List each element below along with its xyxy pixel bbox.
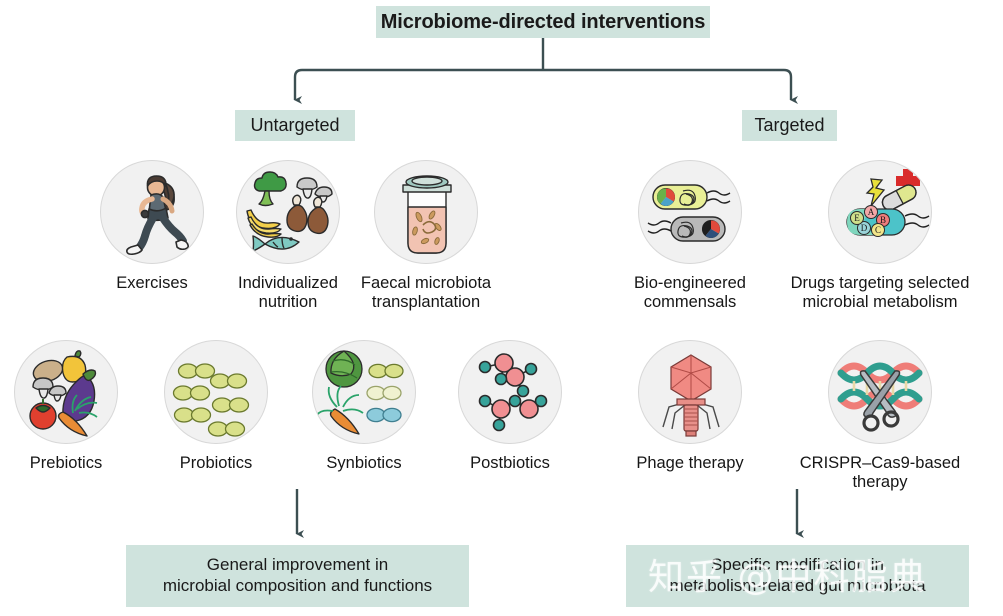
caption-drugs-line2: microbial metabolism [802,293,958,312]
outcome-box-targeted: Specific modification in metabolism-rela… [626,545,969,607]
svg-text:E: E [854,213,860,223]
caption-exercises: Exercises [92,274,212,293]
caption-phage-line1: Phage therapy [636,454,744,472]
svg-text:D: D [861,223,868,233]
caption-prebiotics-line1: Prebiotics [29,454,103,472]
stool-sample-jar-icon [374,160,478,264]
caption-probiotics-line1: Probiotics [179,454,253,472]
outcome-box-untargeted: General improvement in microbial composi… [126,545,469,607]
caption-bioengineered: Bio-engineered commensals [616,274,764,312]
caption-fmt: Faecal microbiota transplantation [352,274,500,312]
targeted-label-text: Targeted [754,114,825,135]
caption-nutrition-line1: Individualized [238,274,338,292]
caption-nutrition: Individualized nutrition [214,274,362,312]
outcome-right-line1: Specific modification in [711,555,884,575]
caption-postbiotics: Postbiotics [454,454,566,473]
drug-targeting-icon: A B C D E [828,160,932,264]
caption-bioengineered-line1: Bio-engineered [634,274,746,292]
bacteria-chains-icon [164,340,268,444]
caption-crispr-line2: therapy [852,473,908,492]
caption-postbiotics-line1: Postbiotics [470,454,550,472]
untargeted-label-text: Untargeted [250,114,340,135]
caption-probiotics: Probiotics [160,454,272,473]
outcome-left-line1: General improvement in [206,555,389,575]
caption-fmt-line1: Faecal microbiota [360,274,492,292]
caption-synbiotics: Synbiotics [308,454,420,473]
caption-phage: Phage therapy [616,454,764,473]
caption-crispr: CRISPR–Cas9-based therapy [786,454,974,492]
vegetables-icon [14,340,118,444]
caption-drugs: Drugs targeting selected microbial metab… [776,274,984,312]
molecule-icon [458,340,562,444]
svg-text:B: B [880,215,886,225]
bacteriophage-icon [638,340,742,444]
mixed-foods-icon [236,160,340,264]
svg-text:A: A [868,207,875,217]
caption-fmt-line2: transplantation [371,293,481,312]
svg-text:C: C [875,225,881,235]
caption-crispr-line1: CRISPR–Cas9-based [799,454,961,472]
caption-drugs-line1: Drugs targeting selected [790,274,970,292]
caption-exercises-line1: Exercises [116,274,188,292]
veg-and-bacteria-icon [312,340,416,444]
running-person-icon [100,160,204,264]
caption-synbiotics-line1: Synbiotics [326,454,402,472]
diagram-title-box: Microbiome-directed interventions [376,6,710,38]
caption-bioengineered-line2: commensals [643,293,737,312]
outcome-right-line2: metabolism-related gut microbiota [669,576,926,595]
caption-nutrition-line2: nutrition [258,293,318,312]
engineered-bacteria-icon [638,160,742,264]
caption-prebiotics: Prebiotics [10,454,122,473]
branch-label-targeted: Targeted [742,110,837,141]
dna-scissors-icon [828,340,932,444]
outcome-left-line2: microbial composition and functions [162,576,433,595]
branch-label-untargeted: Untargeted [235,110,355,141]
diagram-title-text: Microbiome-directed interventions [380,10,706,33]
